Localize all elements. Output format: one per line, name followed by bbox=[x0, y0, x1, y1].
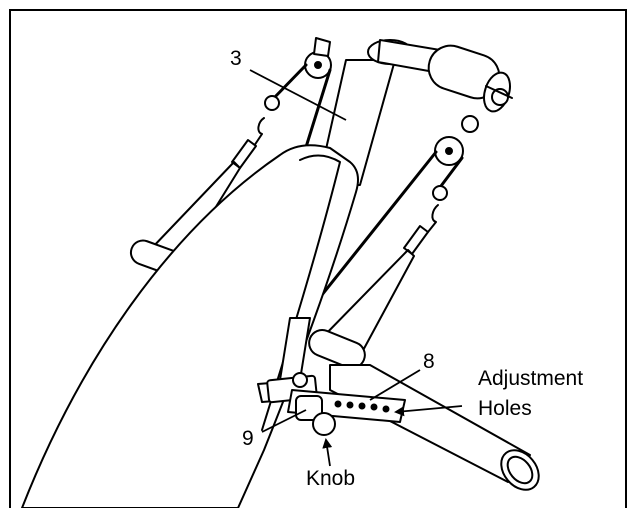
adjustment-knob bbox=[312, 412, 336, 436]
right-cable-ball bbox=[432, 185, 448, 201]
bench-pad bbox=[21, 144, 359, 509]
roller-pin bbox=[485, 85, 513, 99]
right-snap-hook bbox=[427, 204, 439, 233]
left-pulley-hub bbox=[314, 61, 322, 69]
leader-8 bbox=[369, 369, 421, 401]
left-cable-ball bbox=[264, 95, 280, 111]
right-handle-strap bbox=[319, 249, 415, 357]
arrow-knob bbox=[322, 438, 333, 467]
base-tube-end-cap-inner bbox=[506, 455, 534, 485]
adjustment-hole-4 bbox=[370, 403, 378, 411]
figure-border bbox=[9, 9, 627, 508]
adjustment-hole-3 bbox=[358, 402, 366, 410]
callout-adjustment-holes-line1: Adjustment bbox=[478, 367, 584, 390]
adjustment-hole-2 bbox=[346, 401, 354, 409]
arrow-adjustment-holes bbox=[394, 405, 463, 417]
callout-adjustment-holes-line2: Holes bbox=[478, 397, 532, 420]
right-handle-grip bbox=[308, 329, 366, 369]
part-label-8: 8 bbox=[423, 350, 435, 373]
callout-knob: Knob bbox=[306, 467, 356, 490]
adjustment-hole-1 bbox=[334, 400, 342, 408]
right-pulley-hub bbox=[445, 147, 453, 155]
left-snap-hook bbox=[253, 117, 265, 147]
part-label-3: 3 bbox=[230, 47, 242, 70]
pivot-pin bbox=[292, 372, 308, 388]
part-label-9: 9 bbox=[242, 427, 254, 450]
leader-9 bbox=[261, 409, 307, 433]
left-pulley-bracket bbox=[313, 37, 331, 57]
adjustment-hole-5 bbox=[382, 405, 390, 413]
right-cable-ring bbox=[461, 115, 479, 133]
knob-collar bbox=[295, 395, 323, 421]
leader-3 bbox=[249, 69, 347, 121]
